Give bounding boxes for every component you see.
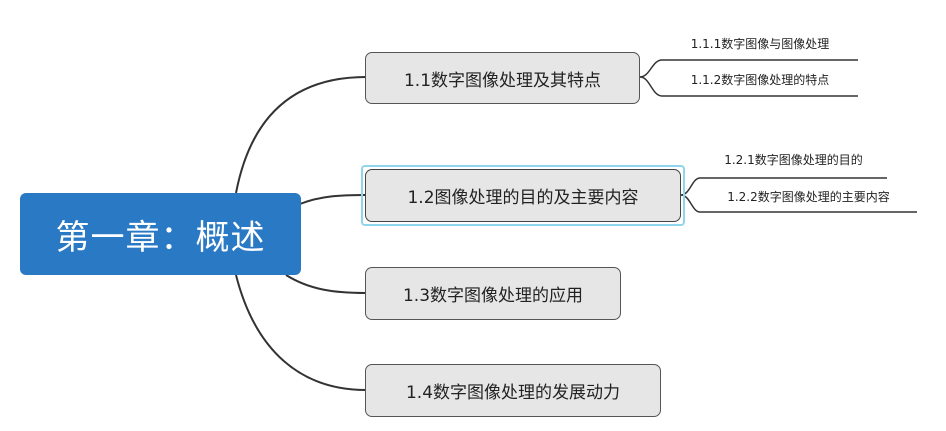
root-topic[interactable]: 第一章：概述 bbox=[20, 193, 301, 275]
subtopic-2-1[interactable]: 1.2.1数字图像处理的目的 bbox=[724, 153, 863, 167]
subtopic-2-2[interactable]: 1.2.2数字图像处理的主要内容 bbox=[727, 190, 890, 204]
subtopic-1-2[interactable]: 1.1.2数字图像处理的特点 bbox=[690, 73, 830, 87]
connector-root-topic-3 bbox=[285, 274, 367, 294]
connector-topic-1-sub-2 bbox=[639, 76, 858, 97]
topic-3[interactable]: 1.3数字图像处理的应用 bbox=[365, 267, 621, 320]
connector-root-topic-1 bbox=[235, 76, 367, 194]
connector-topic-1-sub-1 bbox=[639, 59, 858, 78]
topic-1[interactable]: 1.1数字图像处理及其特点 bbox=[365, 52, 640, 104]
topic-4[interactable]: 1.4数字图像处理的发展动力 bbox=[365, 364, 661, 417]
topic-2[interactable]: 1.2图像处理的目的及主要内容 bbox=[365, 169, 681, 222]
selection-highlight bbox=[361, 165, 685, 226]
connector-root-topic-4 bbox=[235, 274, 367, 391]
connector-root-topic-2 bbox=[299, 194, 367, 205]
subtopic-1-1[interactable]: 1.1.1数字图像与图像处理 bbox=[690, 37, 830, 51]
